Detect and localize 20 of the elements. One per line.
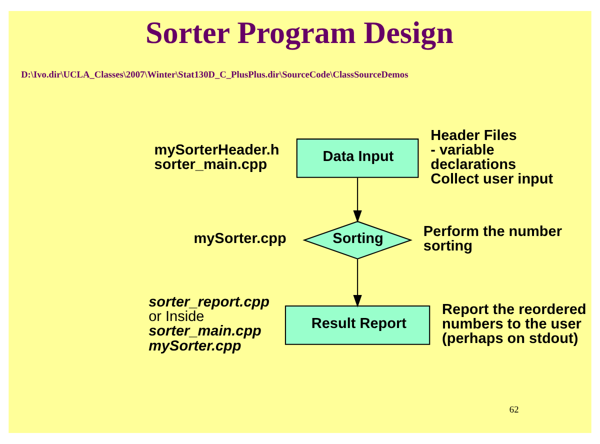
node-label: mySorter.cpp: [148, 338, 242, 354]
node-label: sorter_main.cpp: [154, 156, 268, 173]
node-label: mySorter.cpp: [194, 230, 286, 247]
label: 62: [509, 405, 519, 416]
node-label: sorter_report.cpp: [148, 294, 270, 311]
node-label: Perform the number sorting: [423, 224, 562, 255]
node-diamond: Sorting: [302, 220, 412, 260]
node-label: mySorterHeader.h: [154, 142, 280, 158]
label: D:\Ivo.dir\UCLA_Classes\2007\Winter\Stat130D_C_PlusPlus.dir\SourceCode\ClassSourceDemos: [21, 70, 408, 81]
diagram-title: Sorter Program Design: [146, 15, 454, 50]
node-label: sorter_main.cpp: [148, 324, 262, 340]
node-label: or Inside: [148, 309, 204, 326]
arrow: [353, 178, 362, 223]
node-box: Result Report: [284, 305, 430, 345]
arrow: [353, 259, 362, 308]
node-label: Header Files: [430, 128, 517, 144]
node-label: Collect user input: [430, 171, 554, 188]
node-label: Report the reordered numbers to the user (perhaps on stdout): [442, 302, 586, 347]
node-box: Data Input: [296, 138, 419, 178]
node-label: - variable declarations: [430, 142, 516, 173]
